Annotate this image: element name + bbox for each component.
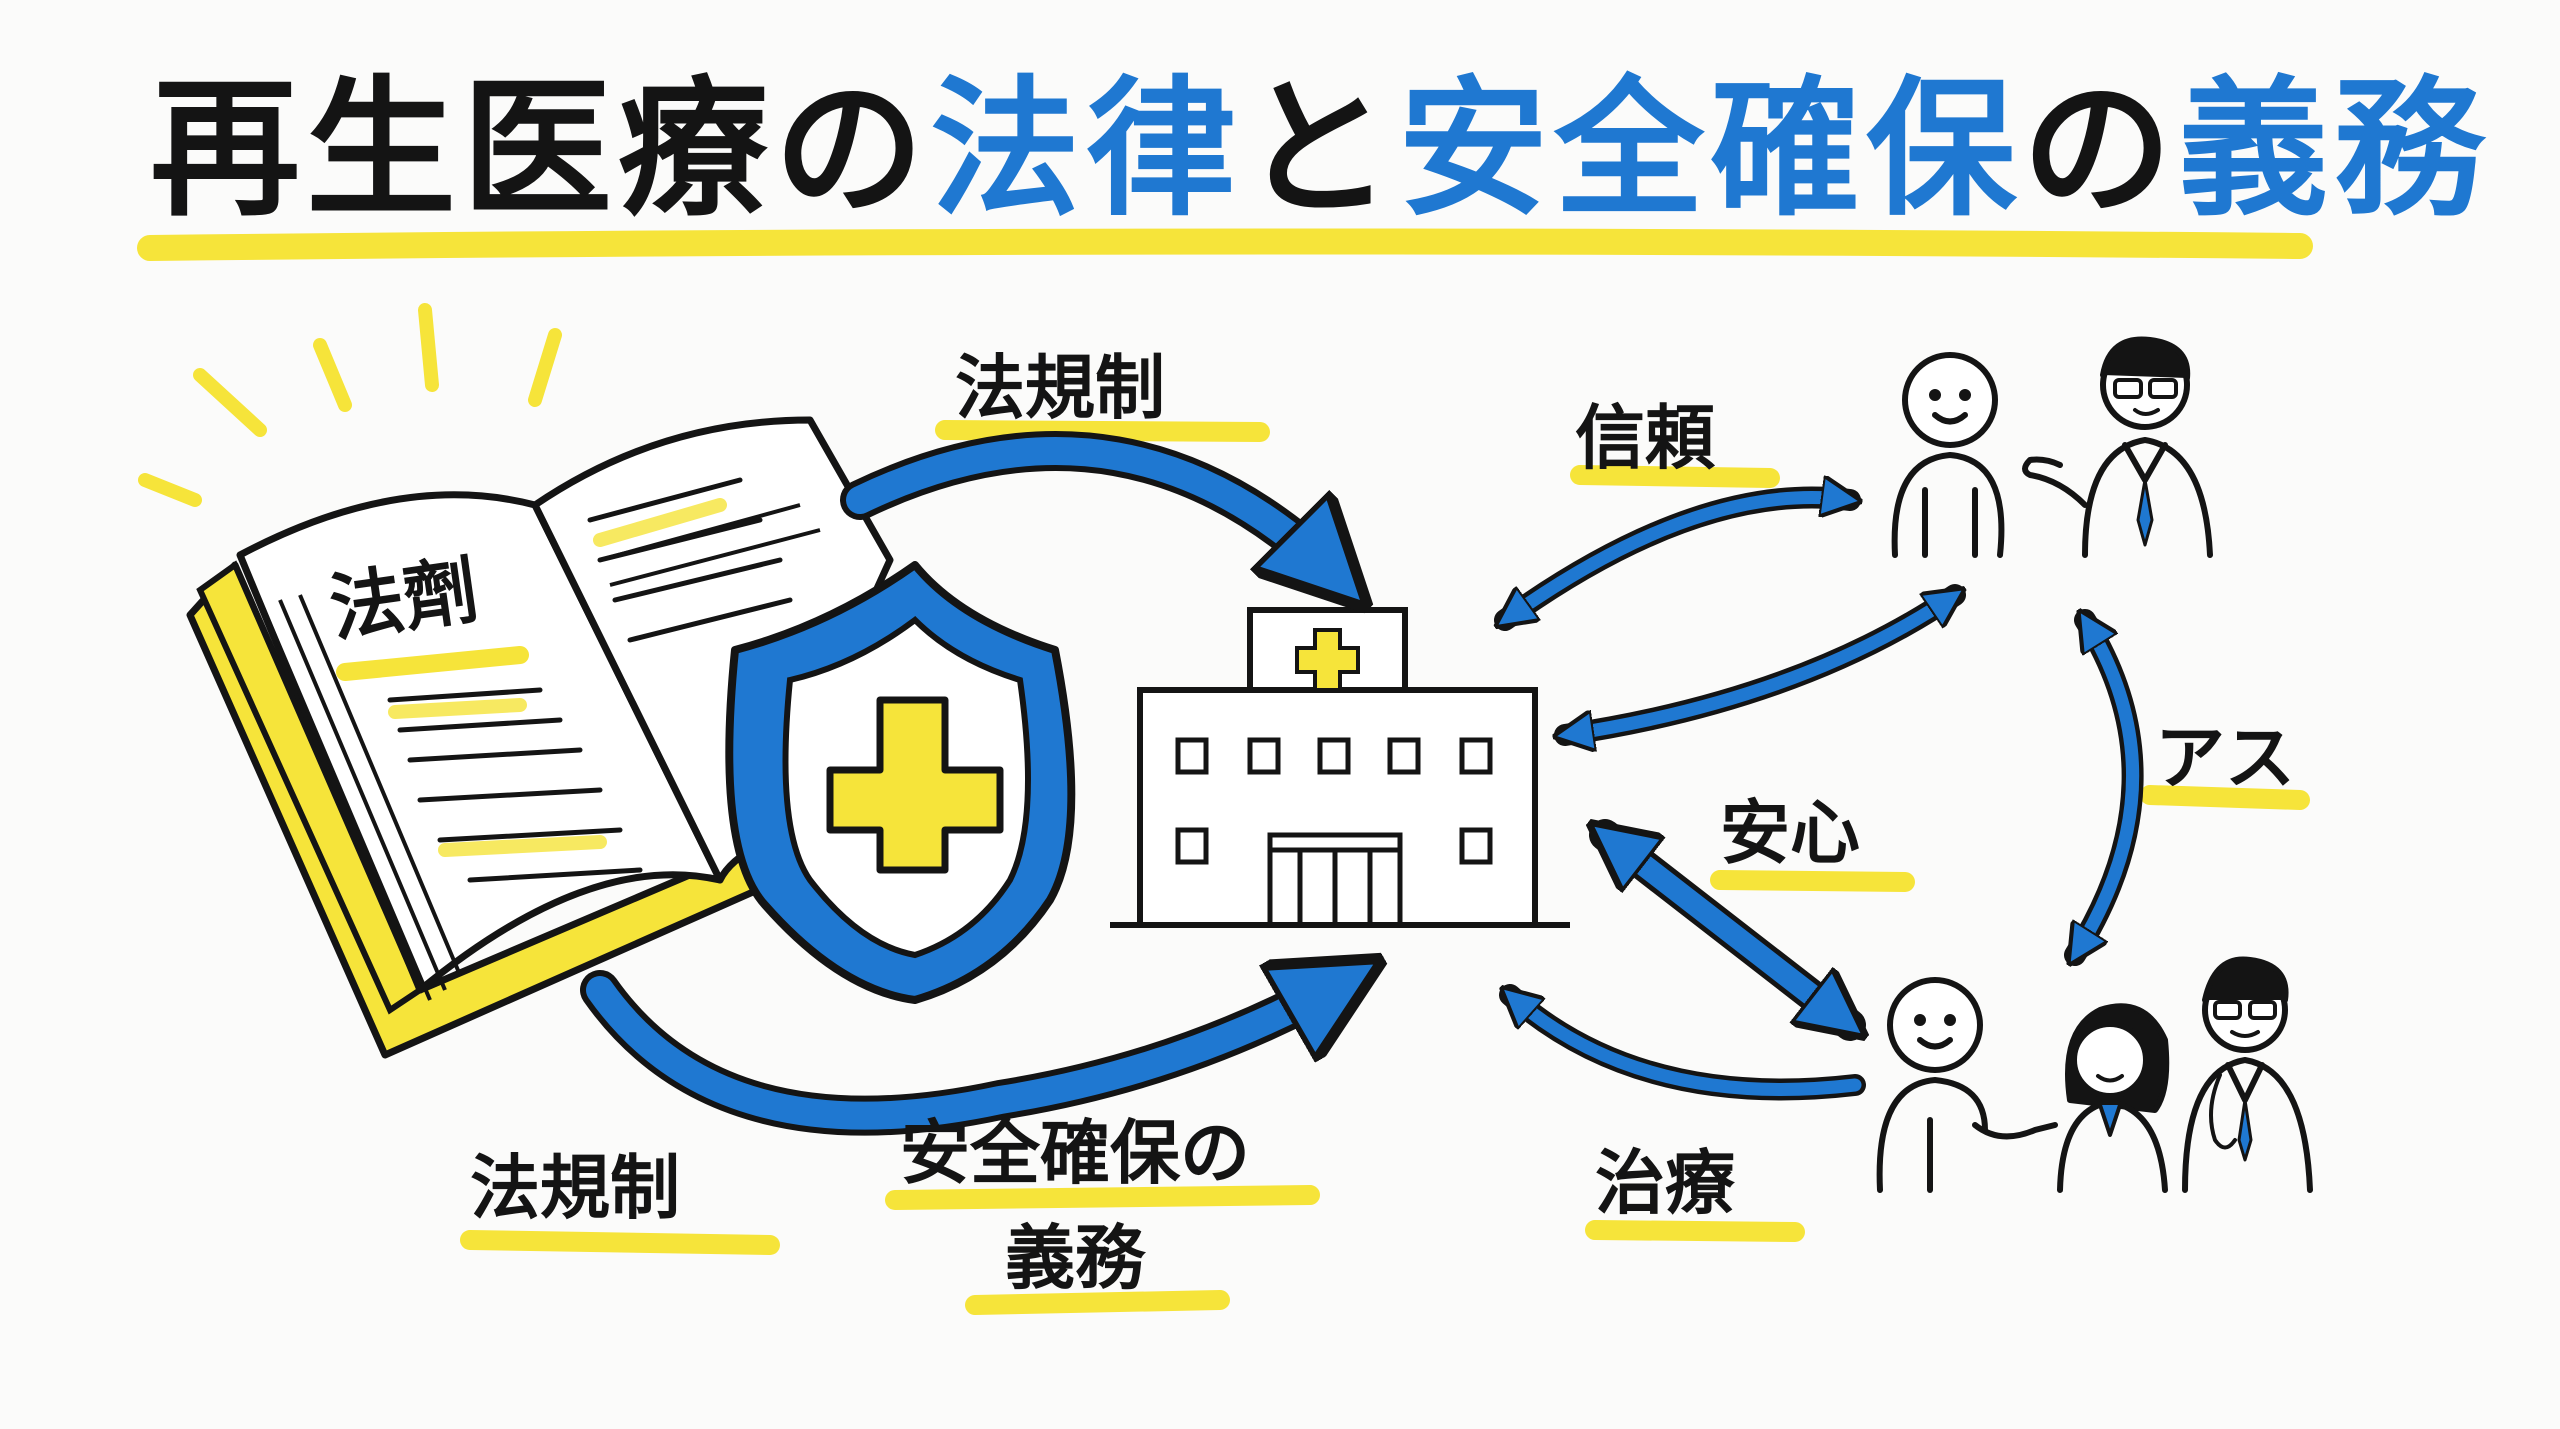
arrow-trust xyxy=(1494,486,1861,631)
arrow-hospital-person xyxy=(1554,584,1966,746)
sparkle-lines xyxy=(138,303,562,507)
title-part-6: 義務 xyxy=(2178,63,2491,237)
page-title: 再生医療の法律と安全確保の義務 xyxy=(150,50,2484,250)
label-bottom-mid-line2: 義務 xyxy=(1005,1217,1145,1299)
title-part-4: 安全確保 xyxy=(1398,63,2023,237)
person-icon xyxy=(1891,352,2005,558)
title-underline xyxy=(137,228,2313,261)
label-top-arrow: 法規制 xyxy=(955,347,1165,429)
arrows xyxy=(580,431,2144,1136)
person-icon xyxy=(1876,977,2058,1193)
label-bottom-left: 法規制 xyxy=(470,1147,680,1229)
book-icon xyxy=(186,416,894,1059)
label-highlights xyxy=(460,420,2310,1315)
label-as: アス xyxy=(2155,717,2295,799)
doctor-icon xyxy=(2182,956,2313,1193)
title-part-3: と xyxy=(1242,63,1399,237)
title-part-5: の xyxy=(2022,63,2179,237)
title-part-2: 法律 xyxy=(930,63,1243,237)
title-part-1: 再生医療の xyxy=(150,63,931,237)
label-peace: 安心 xyxy=(1720,792,1860,874)
doctor-icon xyxy=(2022,336,2213,558)
shield-cross-icon xyxy=(725,561,1076,1004)
label-treatment: 治療 xyxy=(1595,1142,1735,1224)
label-bottom-mid-line1: 安全確保の xyxy=(900,1112,1250,1194)
nurse-icon xyxy=(2057,1003,2170,1193)
hospital-icon xyxy=(1110,607,1570,928)
label-trust: 信頼 xyxy=(1575,397,1715,479)
